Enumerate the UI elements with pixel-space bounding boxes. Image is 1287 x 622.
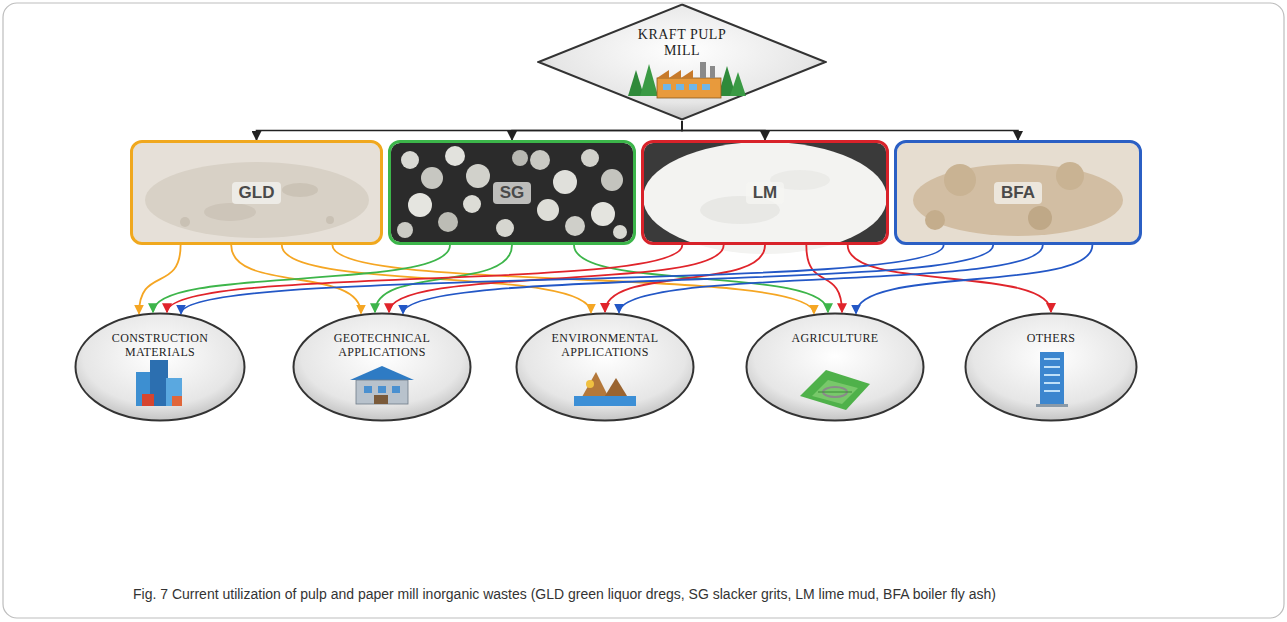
node-label: GLD [232,182,282,204]
use-ellipse: AGRICULTURE [745,312,925,422]
geotechnical-icon [350,366,414,404]
environmental-icon [574,372,636,406]
waste-box: SG [388,140,636,245]
node-label: KRAFT PULP MILL [630,27,734,59]
construction-icon [136,360,182,406]
flow-arrow [403,245,993,314]
use-ellipse: OTHERS [964,312,1138,422]
lm-photo [643,142,887,254]
flow-arrow [682,121,1018,140]
node-label: OTHERS [985,331,1117,345]
flow-arrow [848,245,1051,312]
use-ellipse: ENVIRONMENTAL APPLICATIONS [515,312,695,422]
agriculture-icon [800,370,870,410]
flow-arrow [856,245,1092,314]
flow-arrow [389,245,724,312]
ellipse-outline [964,312,1138,422]
sg-photo [391,143,633,242]
ellipse-outline [74,312,246,422]
bfa-photo [897,143,1139,242]
node-label: LM [746,182,785,204]
node-label: BFA [994,182,1042,204]
ellipse-outline [515,312,695,422]
waste-box: GLD [130,140,383,245]
waste-box: LM [641,140,889,245]
others-icon [1036,352,1068,407]
flow-arrow [257,121,683,140]
node-label: ENVIRONMENTAL APPLICATIONS [539,331,671,359]
ellipse-outline [292,312,472,422]
mill-icon [628,62,746,98]
diamond-outline [537,3,827,121]
figure-frame [3,3,1284,618]
node-label: GEOTECHNICAL APPLICATIONS [316,331,448,359]
use-ellipse: CONSTRUCTION MATERIALS [74,312,246,422]
flow-arrow [512,121,682,140]
node-label: AGRICULTURE [769,331,901,345]
node-label: SG [493,182,532,204]
node-label: CONSTRUCTION MATERIALS [94,331,226,359]
mill-diamond: KRAFT PULP MILL [537,3,827,121]
waste-box: BFA [894,140,1142,245]
gld-photo [133,143,380,242]
figure-caption: Fig. 7 Current utilization of pulp and p… [133,586,1263,602]
use-ellipse: GEOTECHNICAL APPLICATIONS [292,312,472,422]
ellipse-outline [745,312,925,422]
